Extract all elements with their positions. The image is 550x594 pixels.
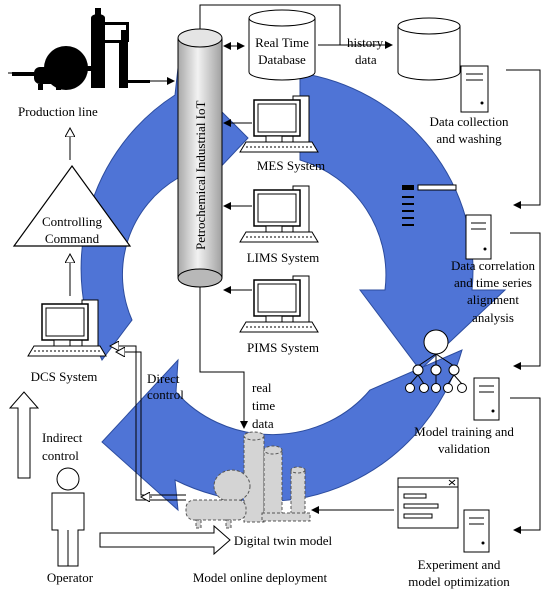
mes-computer-icon: [239, 95, 319, 153]
production-line-plant-icon: [12, 8, 150, 90]
model-training-label-line2: validation: [438, 441, 490, 456]
dcs-system-label: DCS System: [31, 369, 98, 384]
server-icon-data-correlation: [465, 214, 492, 260]
controlling-command-label: Controlling: [42, 214, 102, 229]
real-time-data-label: real: [252, 380, 272, 395]
dcs-computer-icon: [27, 299, 107, 357]
data-collection-label: Data collection: [429, 114, 509, 129]
real-time-database-label-line2: Database: [258, 52, 306, 67]
pims-computer-icon: [239, 275, 319, 333]
direct-control-label-line2: control: [147, 387, 184, 402]
cycle-arrow-bottom: [101, 349, 463, 512]
data-table-icon: [402, 184, 457, 226]
data-correlation-label-line4: analysis: [472, 310, 514, 325]
direct-control-label: Direct: [147, 371, 180, 386]
operator-to-twin-arrow: [99, 524, 231, 556]
history-database-icon: [397, 17, 461, 81]
data-collection-label-line2: and washing: [436, 131, 502, 146]
collection-to-correlation-arrow: [506, 69, 541, 209]
iot-bus-label: Petrochemical Industrial IoT: [193, 100, 208, 250]
data-correlation-label-line3: alignment: [467, 292, 519, 307]
history-data-label-line2: data: [355, 52, 377, 67]
indirect-control-label: Indirect: [42, 430, 83, 445]
model-training-label: Model training and: [414, 424, 514, 439]
lims-computer-icon: [239, 185, 319, 243]
real-time-data-label-line2: time: [252, 398, 275, 413]
digital-twin-model-label: Digital twin model: [234, 533, 333, 548]
data-correlation-label-line2: and time series: [454, 275, 532, 290]
history-data-connector: [199, 4, 393, 49]
real-time-data-connector: [199, 287, 248, 429]
browser-window-icon: [397, 477, 459, 529]
operator-icon: [51, 467, 85, 567]
data-correlation-label: Data correlation: [451, 258, 536, 273]
experiment-label: Experiment and: [418, 557, 501, 572]
mes-system-label: MES System: [257, 158, 325, 173]
iot-bus-cylinder: [177, 28, 223, 288]
real-time-data-label-line3: data: [252, 416, 274, 431]
indirect-control-arrow: [8, 391, 40, 479]
correlation-to-training-arrow: [510, 232, 541, 370]
controlling-command-label-line2: Command: [45, 231, 100, 246]
history-data-label: history: [347, 35, 384, 50]
lims-system-label: LIMS System: [247, 250, 320, 265]
neural-network-icon: [405, 329, 467, 393]
indirect-control-label-line2: control: [42, 448, 79, 463]
direct-control-connector-2: [110, 346, 186, 501]
server-icon-model-training: [473, 377, 500, 421]
model-online-deployment-label: Model online deployment: [193, 570, 328, 585]
server-icon-experiment: [463, 509, 490, 553]
real-time-database-label: Real Time: [255, 35, 309, 50]
training-to-experiment-arrow: [510, 397, 541, 534]
direct-control-connector-1: [116, 352, 186, 496]
server-icon-data-collection: [460, 65, 489, 113]
real-time-database-icon: [248, 9, 316, 81]
pims-system-label: PIMS System: [247, 340, 319, 355]
production-line-label: Production line: [18, 104, 98, 119]
cycle-arrow-top-right: [299, 72, 507, 371]
digital-twin-plant-icon: [185, 431, 311, 529]
controlling-command-triangle: [12, 164, 132, 247]
operator-label: Operator: [47, 570, 94, 585]
experiment-label-line2: model optimization: [408, 574, 510, 589]
